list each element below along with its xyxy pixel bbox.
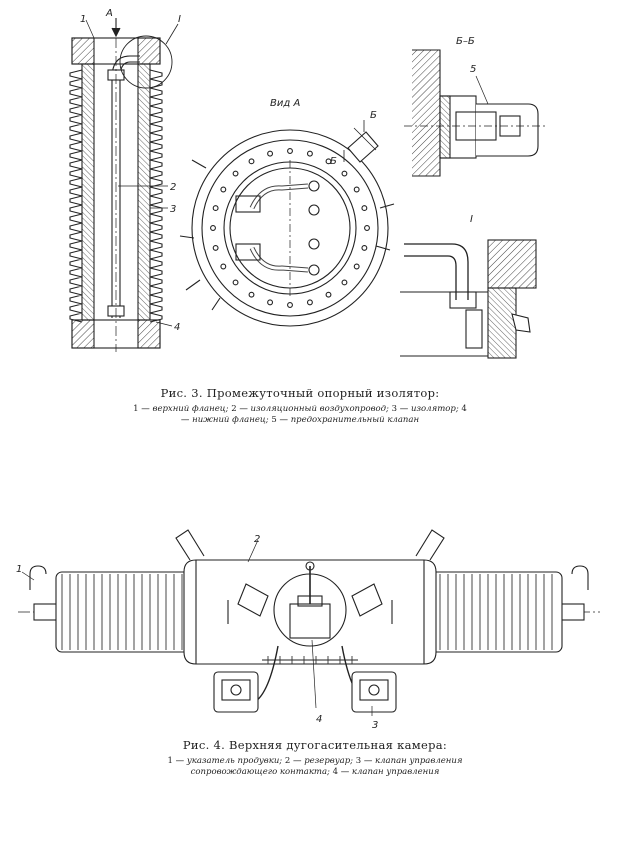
fig3-legend-text: — предохранительный клапан: [276, 415, 420, 425]
fig3-label-vid-a: Вид А: [270, 98, 300, 109]
bolt-hole: [341, 170, 348, 177]
fig3-caption-legend: 1 — верхний фланец; 2 — изоляционный воз…: [130, 404, 470, 426]
bolt-hole: [361, 205, 368, 212]
fig4-legend-text: — клапан управления: [338, 767, 440, 777]
fig4-chamber-drawing: [18, 529, 600, 716]
fig3-label-bb: Б–Б: [456, 36, 475, 47]
fig4-legend-text: — указатель продувки;: [172, 756, 285, 766]
fig3-legend-num: 2: [231, 404, 237, 414]
bolt-hole: [232, 279, 239, 286]
bolt-hole: [212, 205, 219, 212]
fig3-label-a: А: [105, 8, 113, 19]
bolt-hole: [306, 150, 313, 157]
bolt-hole: [287, 302, 293, 308]
bolt-hole: [306, 299, 313, 306]
fig3-legend-text: — верхний фланец;: [138, 404, 232, 414]
fig4-caption-title: Рис. 4. Верхняя дугогасительная камера:: [182, 738, 448, 752]
fig3-label-4: 4: [174, 322, 180, 333]
fig3-legend-text: — изоляционный воздухопровод;: [236, 404, 392, 414]
fig4-label-2: 2: [254, 534, 260, 545]
fig4-legend-num: 4: [332, 767, 339, 777]
fig4-label-3: 3: [372, 720, 378, 731]
fig3-caption: Рис. 3. Промежуточный опорный изолятор: …: [130, 386, 470, 426]
fig3-label-1: 1: [80, 14, 86, 25]
fig4-caption-legend: 1 — указатель продувки; 2 — резервуар; 3…: [150, 756, 480, 778]
fig3-label-3: 3: [170, 204, 176, 215]
fig3-label-2: 2: [170, 182, 176, 193]
bolt-hole: [220, 186, 227, 193]
bolt-hole: [210, 225, 216, 231]
fig3-view-a-flange: [179, 120, 395, 327]
fig3-legend-num: 5: [271, 415, 277, 425]
bolt-hole: [364, 225, 370, 231]
fig3-legend-text: — нижний фланец;: [180, 415, 272, 425]
bolt-hole: [325, 291, 332, 298]
bolt-hole: [361, 244, 368, 251]
fig3-caption-title: Рис. 3. Промежуточный опорный изолятор:: [160, 386, 440, 400]
fig3-legend-num: 4: [461, 404, 467, 414]
fig4-legend-text: — клапан управления сопровождающего конт…: [190, 756, 463, 777]
bolt-hole: [248, 158, 255, 165]
bolt-hole: [248, 291, 255, 298]
bolt-hole: [325, 158, 332, 165]
fig3-detail-i: [400, 239, 537, 359]
bolt-hole: [353, 186, 360, 193]
bolt-hole: [287, 148, 293, 154]
fig3-label-b2: Б: [330, 156, 337, 167]
bolt-hole: [267, 150, 274, 157]
bolt-hole: [232, 170, 239, 177]
bolt-hole: [220, 263, 227, 270]
bolt-hole: [353, 263, 360, 270]
fig4-label-1: 1: [16, 564, 22, 575]
fig4-label-4: 4: [316, 714, 322, 725]
fig4-legend-num: 2: [284, 756, 291, 766]
bolt-hole: [267, 299, 274, 306]
fig3-legend-num: 1: [133, 404, 139, 414]
fig3-insulator-section: [69, 18, 179, 352]
fig3-label-roman1-detail: I: [470, 214, 473, 225]
bolt-hole: [212, 244, 219, 251]
fig4-legend-num: 1: [167, 756, 173, 766]
fig4-legend-num: 3: [355, 756, 362, 766]
fig3-label-roman1: I: [178, 14, 181, 25]
bolt-hole: [341, 279, 348, 286]
fig3-legend-num: 3: [391, 404, 398, 414]
fig3-label-b1: Б: [370, 110, 377, 121]
fig4-legend-text: — резервуар;: [290, 756, 356, 766]
fig4-caption: Рис. 4. Верхняя дугогасительная камера: …: [150, 738, 480, 778]
fig3-legend-text: — изолятор;: [397, 404, 462, 414]
fig3-section-bb: [404, 49, 548, 177]
fig3-label-5: 5: [470, 64, 476, 75]
